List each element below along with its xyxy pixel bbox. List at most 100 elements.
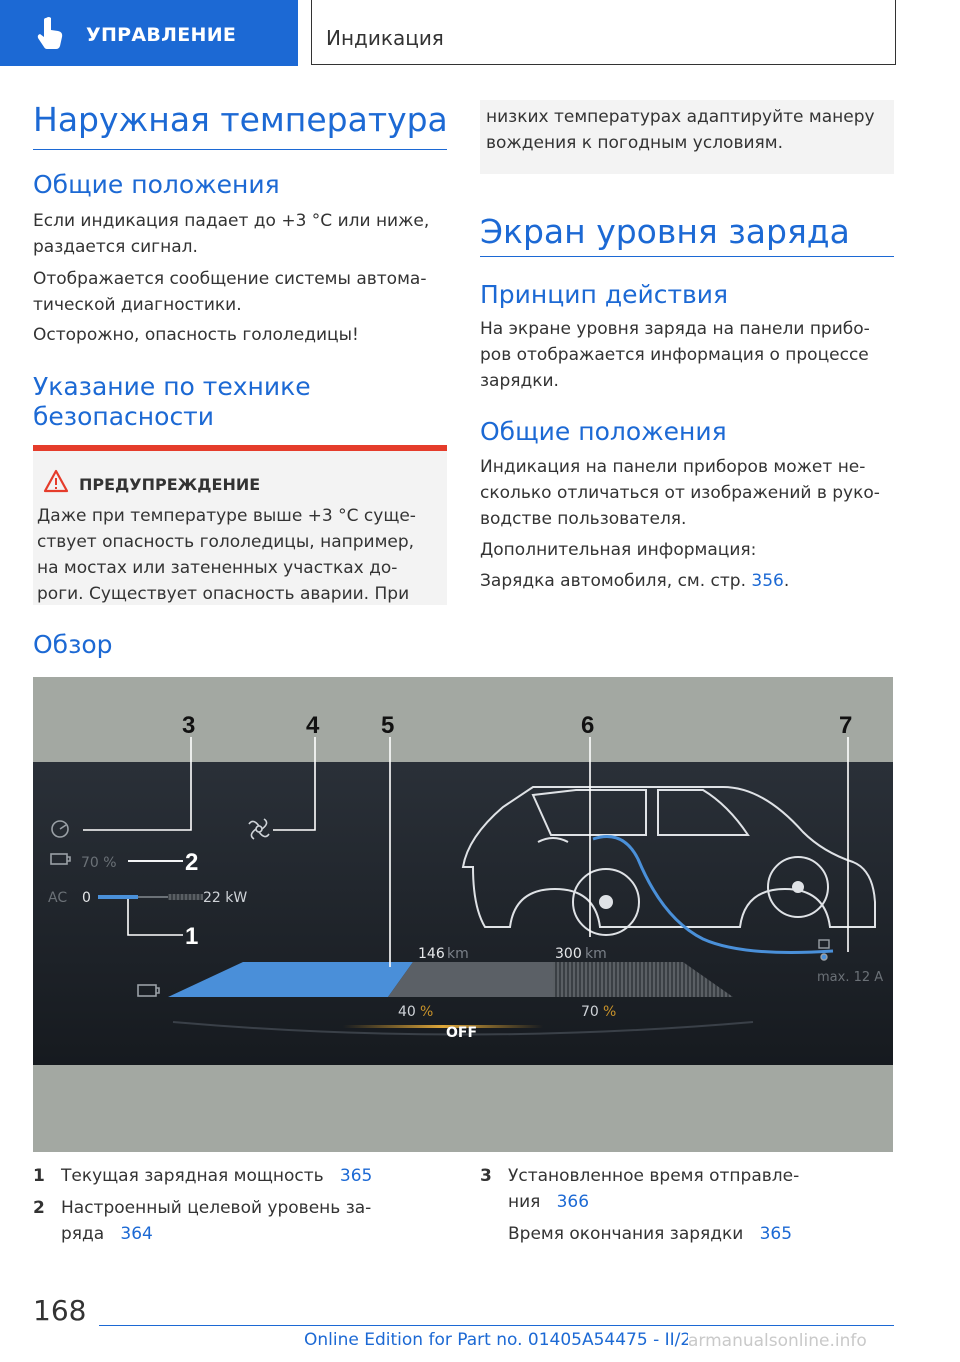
callout-3: 3 — [182, 712, 195, 739]
paragraph-line: Индикация на панели приборов может не- — [480, 457, 866, 477]
page-link[interactable]: 356 — [751, 571, 784, 591]
caption-number: 1 — [33, 1166, 45, 1186]
page-link[interactable]: 364 — [120, 1224, 153, 1244]
chapter-label: Индикация — [326, 26, 444, 50]
power-min: 0 — [82, 890, 91, 906]
section-label: УПРАВЛЕНИЕ — [86, 24, 237, 46]
caption-text: Время окончания зарядки — [508, 1224, 744, 1244]
paragraph-line: ров отображается информация о процессе — [480, 345, 869, 365]
callout-1: 1 — [185, 923, 198, 950]
off-label: OFF — [446, 1025, 477, 1041]
charge-screen-title: Экран уровня заряда — [480, 212, 850, 251]
power-bar-hatch — [168, 894, 203, 900]
pct-70: 70 — [581, 1004, 599, 1020]
callout-6: 6 — [581, 712, 594, 739]
page-link[interactable]: 365 — [759, 1224, 793, 1244]
paragraph-line: раздается сигнал. — [33, 237, 198, 257]
page-link[interactable]: 366 — [556, 1192, 590, 1212]
reference-end: . — [783, 571, 790, 591]
caption-3-extra: Время окончания зарядки 365 — [508, 1219, 792, 1250]
range-unit: km — [585, 946, 607, 962]
caption-text: ния — [508, 1192, 541, 1212]
figure-svg: 3 4 5 6 7 2 1 70 % AC 0 22 kW 146 km 300… — [33, 712, 893, 1065]
gauge-icon — [51, 820, 69, 838]
charge-bar-remaining — [553, 962, 733, 997]
pct-unit: % — [420, 1004, 433, 1020]
edition-line: Online Edition for Part no. 01405A54475 … — [304, 1330, 703, 1350]
caption-text: Настроенный целевой уровень за- — [61, 1198, 372, 1218]
safety-heading-cont: безопасности — [33, 402, 214, 431]
watermark: armanualsonline.info — [688, 1331, 867, 1351]
warning-triangle-icon — [43, 469, 69, 497]
warning-line: роги. Существует опасность аварии. При — [37, 584, 410, 604]
charging-cable — [592, 835, 834, 954]
charge-bar-target — [388, 962, 553, 997]
callout-5: 5 — [381, 712, 394, 739]
paragraph-line: сколько отличаться от изображений в руко… — [480, 483, 880, 503]
warning-line: низких температурах адаптируйте манеру — [486, 107, 875, 127]
title-rule — [33, 149, 447, 150]
caption-text: Текущая зарядная мощность — [61, 1166, 324, 1186]
battery-icon — [137, 984, 160, 997]
display-panel — [33, 762, 893, 1065]
caption-1: 1 Текущая зарядная мощность 365 — [33, 1161, 372, 1192]
bottom-arc — [172, 1021, 754, 1036]
caption-2-cont: ряда 364 — [61, 1219, 153, 1250]
range-146: 146 — [418, 946, 445, 962]
paragraph-line: зарядки. — [480, 371, 559, 391]
callout-7: 7 — [839, 712, 852, 739]
paragraph-line: Дополнительная информация: — [480, 540, 757, 560]
range-unit: km — [447, 946, 469, 962]
general-heading: Общие положения — [33, 170, 280, 199]
ac-label: AC — [48, 890, 67, 906]
caption-number: 3 — [480, 1166, 492, 1186]
principle-heading: Принцип действия — [480, 280, 729, 309]
off-glow — [343, 1025, 543, 1028]
hand-pointer-icon — [34, 14, 68, 54]
warning-label: ПРЕДУПРЕЖДЕНИЕ — [79, 475, 261, 494]
section-tab[interactable]: УПРАВЛЕНИЕ — [0, 0, 298, 66]
caption-text: ряда — [61, 1224, 105, 1244]
caption-text: Установленное время отправле- — [508, 1166, 800, 1186]
page-link[interactable]: 365 — [339, 1166, 373, 1186]
safety-heading: Указание по технике — [33, 372, 311, 401]
callout-2: 2 — [185, 849, 198, 876]
reference-text: Зарядка автомобиля, см. стр. — [480, 571, 752, 591]
paragraph-line: Осторожно, опасность гололедицы! — [33, 325, 359, 345]
general-heading-right: Общие положения — [480, 417, 727, 446]
warning-bar — [33, 445, 447, 451]
chapter-tab[interactable]: Индикация — [311, 0, 896, 65]
footer-rule — [99, 1325, 894, 1326]
caption-number: 2 — [33, 1198, 45, 1218]
paragraph-line: Если индикация падает до +3 °C или ниже, — [33, 211, 430, 231]
warning-line: на мостах или затененных участках до- — [37, 558, 398, 578]
power-bar-fill — [98, 895, 138, 899]
range-300: 300 — [555, 946, 582, 962]
callout-4: 4 — [306, 712, 320, 739]
paragraph-line: Отображается сообщение системы автома- — [33, 269, 427, 289]
page-number: 168 — [33, 1294, 87, 1327]
warning-line: Даже при температуре выше +3 °C суще- — [37, 506, 416, 526]
caption-3-cont: ния 366 — [508, 1187, 589, 1218]
plug-icon — [818, 939, 830, 961]
charging-reference: Зарядка автомобиля, см. стр. 356. — [480, 568, 789, 595]
paragraph-line: тической диагностики. — [33, 295, 242, 315]
car-illustration — [461, 786, 876, 936]
overview-heading: Обзор — [33, 630, 113, 659]
warning-line: вождения к погодным условиям. — [486, 133, 783, 153]
pct-40: 40 — [398, 1004, 416, 1020]
title-rule — [480, 256, 894, 257]
fan-icon — [248, 818, 270, 840]
paragraph-line: На экране уровня заряда на панели прибо- — [480, 319, 870, 339]
callout-leaders — [83, 737, 849, 967]
warning-box-continued: низких температурах адаптируйте манеру в… — [480, 100, 894, 174]
page-title: Наружная температура — [33, 100, 448, 139]
soc-value: 70 % — [81, 855, 117, 871]
battery-target-icon — [50, 853, 71, 865]
caption-3: 3 Установленное время отправле- — [480, 1161, 799, 1192]
max-current: max. 12 A — [817, 970, 883, 985]
caption-2: 2 Настроенный целевой уровень за- — [33, 1193, 371, 1224]
warning-box: ПРЕДУПРЕЖДЕНИЕ Даже при температуре выше… — [33, 445, 447, 605]
charge-bar-current — [168, 962, 413, 997]
power-max: 22 kW — [203, 890, 247, 906]
